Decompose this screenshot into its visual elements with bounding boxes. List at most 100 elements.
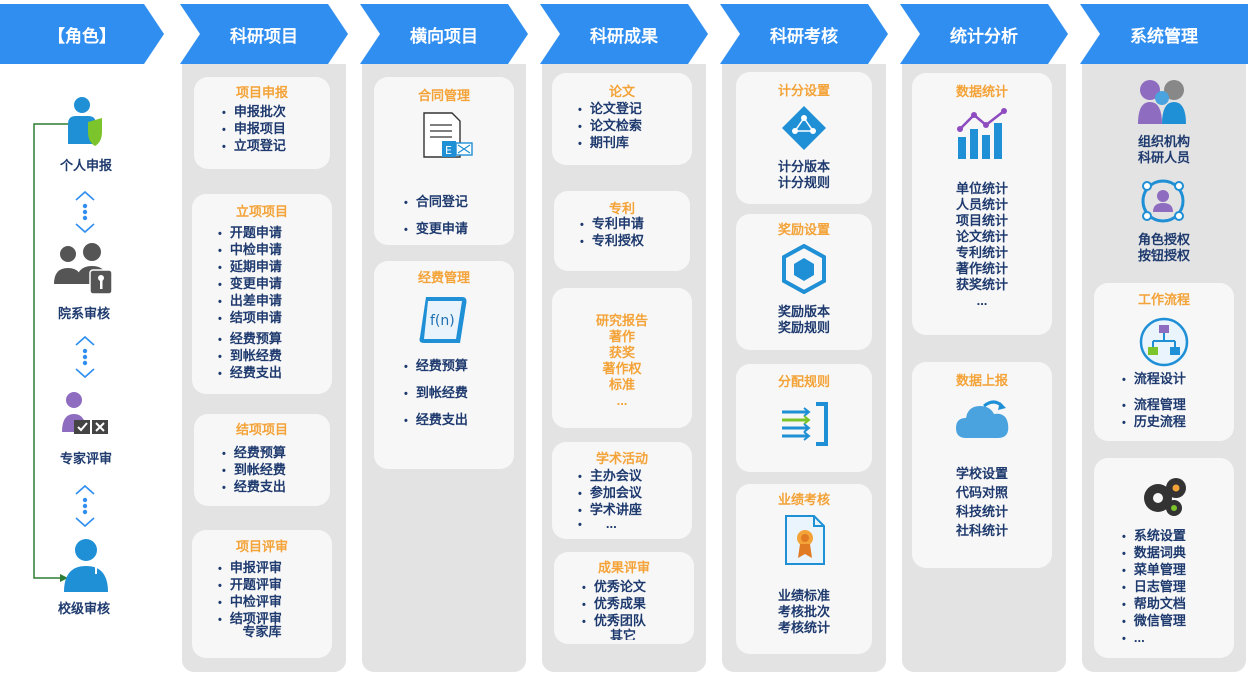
menu-item[interactable]: 按钮授权 xyxy=(1137,248,1190,263)
menu-item[interactable]: 期刊库 xyxy=(578,135,642,152)
role-expert[interactable]: 专家评审 xyxy=(59,451,112,466)
menu-item[interactable]: 论文检索 xyxy=(578,118,642,135)
column-research-results: 论文 论文登记 论文检索 期刊库 专利 专利申请 专利授权 研究报告 著作 获奖… xyxy=(542,64,706,672)
menu-item[interactable]: 日志管理 xyxy=(1122,579,1186,596)
menu-item[interactable]: 科研人员 xyxy=(1137,150,1190,165)
role-department[interactable]: 院系审核 xyxy=(57,306,110,321)
menu-item[interactable]: 数据词典 xyxy=(1122,545,1186,562)
menu-item[interactable]: 项目统计 xyxy=(955,213,1008,228)
menu-item[interactable]: 优秀论文 xyxy=(582,579,646,596)
menu-item[interactable]: 经费预算 xyxy=(222,445,286,462)
menu-item[interactable]: 其它 xyxy=(610,628,637,640)
card-title: 学术活动 xyxy=(595,451,648,466)
menu-item[interactable]: 延期申请 xyxy=(218,259,282,276)
menu-item[interactable]: 中检申请 xyxy=(218,242,282,259)
menu-item[interactable]: 合同登记 xyxy=(404,189,468,216)
contract-document-icon: E xyxy=(423,112,473,158)
menu-item[interactable]: 变更申请 xyxy=(404,216,468,243)
menu-item[interactable]: 学校设置 xyxy=(955,466,1008,481)
menu-item[interactable]: 科技统计 xyxy=(955,504,1008,519)
menu-item[interactable]: 优秀成果 xyxy=(582,596,646,613)
result-type[interactable]: 研究报告 xyxy=(595,313,648,328)
chevron-dots-icon xyxy=(75,484,95,528)
menu-item[interactable]: 代码对照 xyxy=(955,485,1008,500)
menu-item[interactable]: 经费预算 xyxy=(218,331,282,348)
menu-item[interactable]: 帮助文档 xyxy=(1122,596,1186,613)
card-title: 数据上报 xyxy=(955,373,1008,388)
menu-item[interactable]: 开题评审 xyxy=(218,577,282,594)
header-system-management[interactable]: 系统管理 xyxy=(1080,4,1248,64)
menu-item[interactable]: 考核批次 xyxy=(777,604,830,619)
role-school[interactable]: 校级审核 xyxy=(57,601,110,616)
menu-item[interactable]: 历史流程 xyxy=(1122,414,1186,431)
menu-item[interactable]: 论文统计 xyxy=(955,229,1008,244)
menu-item[interactable]: 计分规则 xyxy=(777,175,830,190)
menu-item[interactable]: 主办会议 xyxy=(578,468,642,485)
menu-item[interactable]: 结项申请 xyxy=(218,310,282,327)
menu-item[interactable]: 著作统计 xyxy=(955,261,1008,276)
menu-item[interactable]: 专家库 xyxy=(242,624,282,639)
personal-shield-user-icon xyxy=(68,97,102,146)
menu-item[interactable]: 申报批次 xyxy=(222,104,286,121)
menu-item[interactable]: 业绩标准 xyxy=(777,588,830,603)
menu-item[interactable]: 优秀团队 xyxy=(582,613,646,630)
menu-item[interactable]: 角色授权 xyxy=(1137,232,1190,247)
menu-item[interactable]: 经费预算 xyxy=(404,353,468,380)
menu-item[interactable]: 专利授权 xyxy=(580,233,644,250)
header-research-results[interactable]: 科研成果 xyxy=(540,4,708,64)
header-horizontal-projects[interactable]: 横向项目 xyxy=(360,4,528,64)
menu-item[interactable]: 出差申请 xyxy=(218,293,282,310)
result-type[interactable]: 著作 xyxy=(608,329,635,344)
menu-item[interactable]: 立项登记 xyxy=(222,138,286,155)
role-personal[interactable]: 个人申报 xyxy=(59,158,112,173)
card-title: 奖励设置 xyxy=(777,222,830,237)
menu-item[interactable]: 结项评审 xyxy=(218,611,282,628)
menu-item[interactable]: 专利统计 xyxy=(955,245,1008,260)
menu-item[interactable]: 奖励版本 xyxy=(777,304,830,319)
menu-item[interactable]: 开题申请 xyxy=(218,225,282,242)
menu-item[interactable]: 系统设置 xyxy=(1122,528,1186,545)
menu-item[interactable]: 微信管理 xyxy=(1122,613,1186,630)
menu-item[interactable]: 单位统计 xyxy=(955,181,1008,196)
menu-item[interactable]: 申报评审 xyxy=(218,560,282,577)
menu-item[interactable]: 经费支出 xyxy=(404,407,468,434)
menu-item[interactable]: 论文登记 xyxy=(578,101,642,118)
menu-item[interactable]: 到帐经费 xyxy=(218,348,282,365)
menu-item[interactable]: 经费支出 xyxy=(222,479,286,496)
menu-item[interactable]: 组织机构 xyxy=(1137,134,1190,149)
card-distribution-rules[interactable]: 分配规则 xyxy=(736,364,872,472)
menu-item[interactable]: 人员统计 xyxy=(955,197,1008,212)
role-authorization-icon xyxy=(1141,179,1185,223)
menu-item[interactable]: 专利申请 xyxy=(580,216,644,233)
menu-item[interactable]: 经费支出 xyxy=(218,365,282,382)
menu-item[interactable]: 流程管理 xyxy=(1122,397,1186,414)
menu-item[interactable]: 奖励规则 xyxy=(777,320,830,335)
menu-item[interactable]: 计分版本 xyxy=(777,159,830,174)
header-statistics[interactable]: 统计分析 xyxy=(900,4,1068,64)
menu-item[interactable]: 流程设计 xyxy=(1122,371,1186,388)
result-type[interactable]: 著作权 xyxy=(602,361,642,376)
menu-item[interactable]: 中检评审 xyxy=(218,594,282,611)
header-research-projects[interactable]: 科研项目 xyxy=(180,4,348,64)
result-type[interactable]: 标准 xyxy=(608,377,635,392)
card-title: 工作流程 xyxy=(1137,292,1190,307)
card-title: 专利 xyxy=(608,201,635,216)
menu-item[interactable]: 获奖统计 xyxy=(955,277,1008,292)
menu-item[interactable]: 社科统计 xyxy=(955,523,1008,538)
menu-item[interactable]: 变更申请 xyxy=(218,276,282,293)
card-papers: 论文 论文登记 论文检索 期刊库 xyxy=(552,73,692,165)
menu-item[interactable]: 学术讲座 xyxy=(578,502,642,519)
menu-item[interactable]: 参加会议 xyxy=(578,485,642,502)
result-type[interactable]: 获奖 xyxy=(608,345,635,360)
card-title: 成果评审 xyxy=(597,560,650,575)
menu-item[interactable]: 申报项目 xyxy=(222,121,286,138)
header-research-assessment[interactable]: 科研考核 xyxy=(720,4,888,64)
menu-item[interactable]: 考核统计 xyxy=(777,620,830,635)
school-admin-icon xyxy=(64,539,108,592)
menu-item[interactable]: 菜单管理 xyxy=(1122,562,1186,579)
menu-item[interactable]: 到帐经费 xyxy=(404,380,468,407)
menu-item[interactable]: 到帐经费 xyxy=(222,462,286,479)
column-research-projects: 项目申报 申报批次 申报项目 立项登记 立项项目 开题申请 中检申请 延期申请 … xyxy=(182,64,346,672)
card-academic-activities: 学术活动 主办会议 参加会议 学术讲座 ... xyxy=(552,442,692,539)
card-title: 数据统计 xyxy=(955,84,1008,99)
